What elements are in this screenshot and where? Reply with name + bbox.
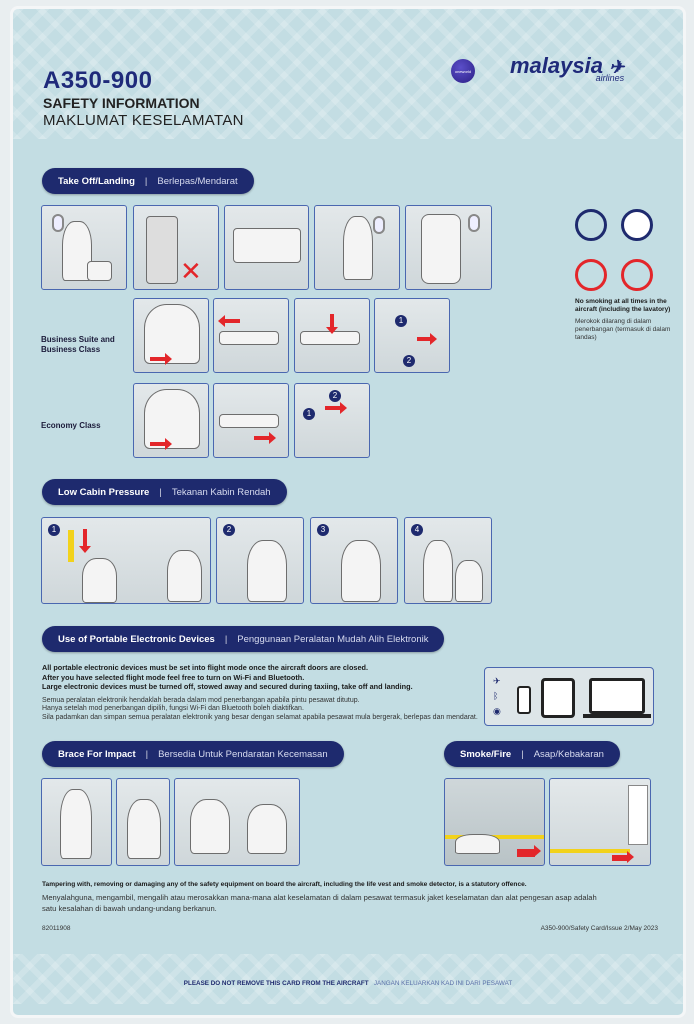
panel-brace-2 [116, 778, 170, 866]
section-brace-for-impact: Brace For Impact|Bersedia Untuk Pendarat… [42, 741, 344, 767]
flight-wifi-bluetooth-icons: ✈ᛒ◉ [493, 676, 501, 716]
section-portable-electronic-devices: Use of Portable Electronic Devices|Pengg… [42, 626, 445, 652]
panel-stow-screen [224, 205, 309, 290]
safety-card: A350-900 SAFETY INFORMATION MAKLUMAT KES… [10, 6, 686, 1018]
tampering-warning-en: Tampering with, removing or damaging any… [42, 881, 527, 888]
no-smoking-en: No smoking at all times in the aircraft … [575, 298, 671, 313]
laptop-icon [589, 678, 645, 714]
footer-warnings: Tampering with, removing or damaging any… [42, 880, 658, 935]
no-smoking-ms: Merokok dilarang di dalam penerbangan (t… [575, 318, 671, 341]
subtitle-en: SAFETY INFORMATION [43, 95, 200, 111]
panel-upright-seat [314, 205, 400, 290]
panel-pressure-step-3: 3 [310, 517, 398, 604]
fasten-seatbelt-icon [621, 209, 653, 241]
issue-info: A350-900/Safety Card/Issue 2/May 2023 [540, 925, 658, 932]
panel-pressure-step-1: 1 [41, 517, 211, 604]
no-smoking-icon [575, 259, 607, 291]
section-low-cabin-pressure: Low Cabin Pressure|Tekanan Kabin Rendah [42, 479, 287, 505]
panel-tray-table: ✕ [133, 205, 219, 290]
oneworld-logo: oneworld [451, 59, 475, 83]
no-smoking-notice: No smoking at all times in the aircraft … [575, 298, 679, 342]
footer-codes: 82011908 A350-900/Safety Card/Issue 2/Ma… [42, 924, 658, 935]
panel-brace-1 [41, 778, 112, 866]
section-takeoff-landing: Take Off/Landing|Berlepas/Mendarat [42, 168, 254, 194]
panel-stow-bag [41, 205, 127, 290]
no-vaping-icon [621, 259, 653, 291]
panel-footrest [405, 205, 492, 290]
panel-smoke-exit [549, 778, 651, 866]
prohibited-icon: ✕ [180, 256, 202, 286]
card-code: 82011908 [42, 925, 71, 932]
panel-economy-belt-2 [213, 383, 289, 458]
business-class-label: Business Suite and Business Class [41, 335, 115, 354]
tablet-icon [541, 678, 575, 718]
panel-pressure-step-4: 4 [404, 517, 492, 604]
panel-business-belt-1 [133, 298, 209, 373]
subtitle-ms: MAKLUMAT KESELAMATAN [43, 112, 244, 129]
page-title: A350-900 [43, 67, 153, 94]
ped-text-ms: Semua peralatan elektronik hendaklah ber… [42, 696, 478, 721]
header-pattern [13, 9, 683, 139]
ped-text-en: All portable electronic devices must be … [42, 663, 413, 691]
panel-business-belt-2 [213, 298, 289, 373]
panel-pressure-step-2: 2 [216, 517, 304, 604]
ped-text: All portable electronic devices must be … [42, 663, 480, 722]
footer-pattern [13, 954, 683, 1004]
seatbelt-sign-icon [575, 209, 607, 241]
economy-class-label: Economy Class [41, 421, 101, 430]
phone-icon [517, 686, 531, 714]
do-not-remove-notice: PLEASE DO NOT REMOVE THIS CARD FROM THE … [183, 980, 513, 987]
panel-business-belt-3 [294, 298, 370, 373]
devices-illustration: ✈ᛒ◉ [484, 667, 654, 726]
airline-logo: malaysia ✈airlines [510, 53, 625, 83]
tampering-warning-ms: Menyalahguna, mengambil, mengalih atau m… [42, 893, 597, 913]
panel-economy-belt-1 [133, 383, 209, 458]
panel-smoke-crawl [444, 778, 545, 866]
panel-brace-3 [174, 778, 300, 866]
section-smoke-fire: Smoke/Fire|Asap/Kebakaran [444, 741, 620, 767]
